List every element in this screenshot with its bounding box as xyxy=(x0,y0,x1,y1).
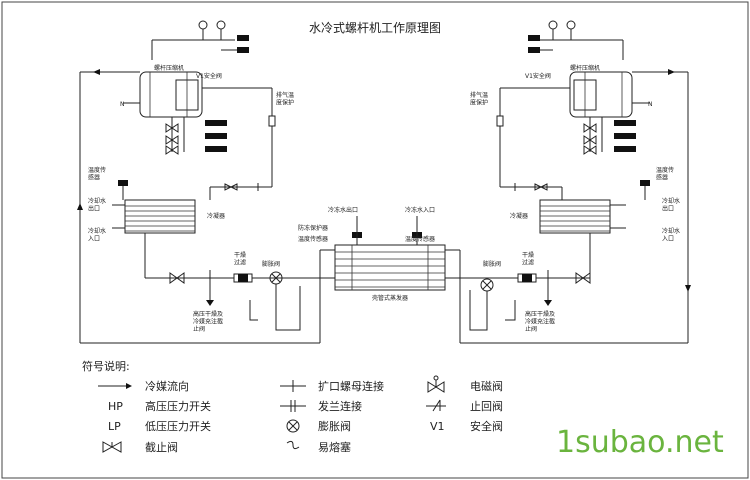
fusible-plug-icon xyxy=(286,440,300,450)
solenoid-valve-icon xyxy=(427,375,445,393)
svg-text:排气温度保护: 排气温度保护 xyxy=(470,91,488,107)
svg-text:冷媒流向: 冷媒流向 xyxy=(145,379,189,393)
flow-arrow-icon xyxy=(668,69,675,75)
svg-text:高压干燥及冷媒充注截止阀: 高压干燥及冷媒充注截止阀 xyxy=(525,310,555,333)
svg-text:排气温度保护: 排气温度保护 xyxy=(276,91,294,107)
svg-text:高压干燥及冷媒充注截止阀: 高压干燥及冷媒充注截止阀 xyxy=(193,310,223,333)
right-compressor: 螺杆压缩机 V1安全阀 N xyxy=(525,64,653,118)
flow-arrow-icon xyxy=(93,69,100,75)
diagram-title: 水冷式螺杆机工作原理图 xyxy=(309,21,441,35)
svg-text:低压压力开关: 低压压力开关 xyxy=(145,419,211,433)
check-valve-icon xyxy=(426,399,446,412)
right-unit: 螺杆压缩机 V1安全阀 N 排气温度保护 xyxy=(405,20,691,344)
svg-text:螺杆压缩机: 螺杆压缩机 xyxy=(570,64,600,72)
hp-symbol: HP xyxy=(108,400,123,413)
svg-text:N: N xyxy=(648,101,653,108)
right-liquid-line: 干燥过滤 膨胀阀 高压干燥及冷媒充注截止阀 温度传感器 xyxy=(405,235,591,333)
svg-text:冷却水入口: 冷却水入口 xyxy=(662,227,680,243)
svg-text:V1安全阀: V1安全阀 xyxy=(525,72,551,80)
svg-text:易熔塞: 易熔塞 xyxy=(318,440,351,454)
svg-text:冷冻水出口: 冷冻水出口 xyxy=(328,206,358,214)
svg-text:高压压力开关: 高压压力开关 xyxy=(145,399,211,413)
right-discharge-line: 排气温度保护 xyxy=(470,87,570,200)
svg-text:膨胀阀: 膨胀阀 xyxy=(483,260,501,268)
left-outer-loop xyxy=(77,69,321,344)
svg-text:干燥过滤: 干燥过滤 xyxy=(234,251,246,267)
svg-text:电磁阀: 电磁阀 xyxy=(470,379,503,393)
svg-text:V1安全阀: V1安全阀 xyxy=(196,72,222,80)
left-condenser: 冷凝器 温度传感器 冷却水出口 冷却水入口 xyxy=(88,166,225,278)
svg-text:膨胀阀: 膨胀阀 xyxy=(318,419,351,433)
svg-text:温度传感器: 温度传感器 xyxy=(656,166,674,182)
svg-text:冷却水入口: 冷却水入口 xyxy=(88,227,106,243)
shutoff-valve-icon xyxy=(102,441,122,453)
svg-text:截止阀: 截止阀 xyxy=(145,440,178,454)
right-condenser: 冷凝器 温度传感器 冷却水出口 冷却水入口 xyxy=(510,166,680,278)
svg-text:防冻保护器: 防冻保护器 xyxy=(298,224,328,232)
svg-text:N: N xyxy=(120,101,125,108)
svg-text:发兰连接: 发兰连接 xyxy=(318,399,362,413)
svg-text:螺杆压缩机: 螺杆压缩机 xyxy=(154,64,184,72)
svg-text:冷凝器: 冷凝器 xyxy=(510,212,528,220)
left-pressure-gauges xyxy=(151,20,249,60)
expansion-valve-icon xyxy=(286,419,300,433)
svg-text:冷却水出口: 冷却水出口 xyxy=(662,197,680,213)
right-outer-loop xyxy=(459,69,691,344)
svg-text:温度传感器: 温度传感器 xyxy=(405,235,435,243)
flow-arrow-icon xyxy=(685,285,691,292)
svg-text:止回阀: 止回阀 xyxy=(470,399,503,413)
left-compressor: 螺杆压缩机 V1安全阀 N xyxy=(120,64,222,118)
flange-icon xyxy=(280,400,306,412)
left-liquid-line: 干燥过滤 膨胀阀 高压干燥及冷媒充注截止阀 防冻保护器 温度传感器 xyxy=(145,224,335,333)
svg-text:冷凝器: 冷凝器 xyxy=(207,212,225,220)
svg-text:温度传感器: 温度传感器 xyxy=(88,166,106,182)
right-pressure-gauges xyxy=(528,20,624,60)
svg-text:冷却水出口: 冷却水出口 xyxy=(88,197,106,213)
left-compressor-valves xyxy=(165,117,227,155)
left-discharge-line: 排气温度保护 xyxy=(202,87,294,200)
right-compressor-valves xyxy=(583,117,636,155)
svg-text:扩口螺母连接: 扩口螺母连接 xyxy=(318,379,384,393)
flare-nut-icon xyxy=(280,380,306,392)
lp-symbol: LP xyxy=(108,420,121,433)
svg-text:符号说明:: 符号说明: xyxy=(82,359,130,373)
svg-text:干燥过滤: 干燥过滤 xyxy=(522,251,534,267)
v1-symbol: V1 xyxy=(430,420,445,433)
svg-text:冷冻水入口: 冷冻水入口 xyxy=(405,206,435,214)
watermark: 1subao.net xyxy=(556,425,724,460)
svg-text:安全阀: 安全阀 xyxy=(470,419,503,433)
svg-text:壳管式蒸发器: 壳管式蒸发器 xyxy=(372,294,408,302)
flow-arrow-icon xyxy=(77,203,83,210)
left-unit: 螺杆压缩机 V1安全阀 N 排气温度保护 xyxy=(77,20,335,344)
svg-text:膨胀阀: 膨胀阀 xyxy=(262,260,280,268)
legend: 符号说明: 冷媒流向 HP 高压压力开关 LP 低压压力开关 截止阀 扩口螺母连… xyxy=(82,359,503,454)
evaporator: 壳管式蒸发器 冷冻水出口 冷冻水入口 xyxy=(328,206,446,302)
svg-text:温度传感器: 温度传感器 xyxy=(298,235,328,243)
